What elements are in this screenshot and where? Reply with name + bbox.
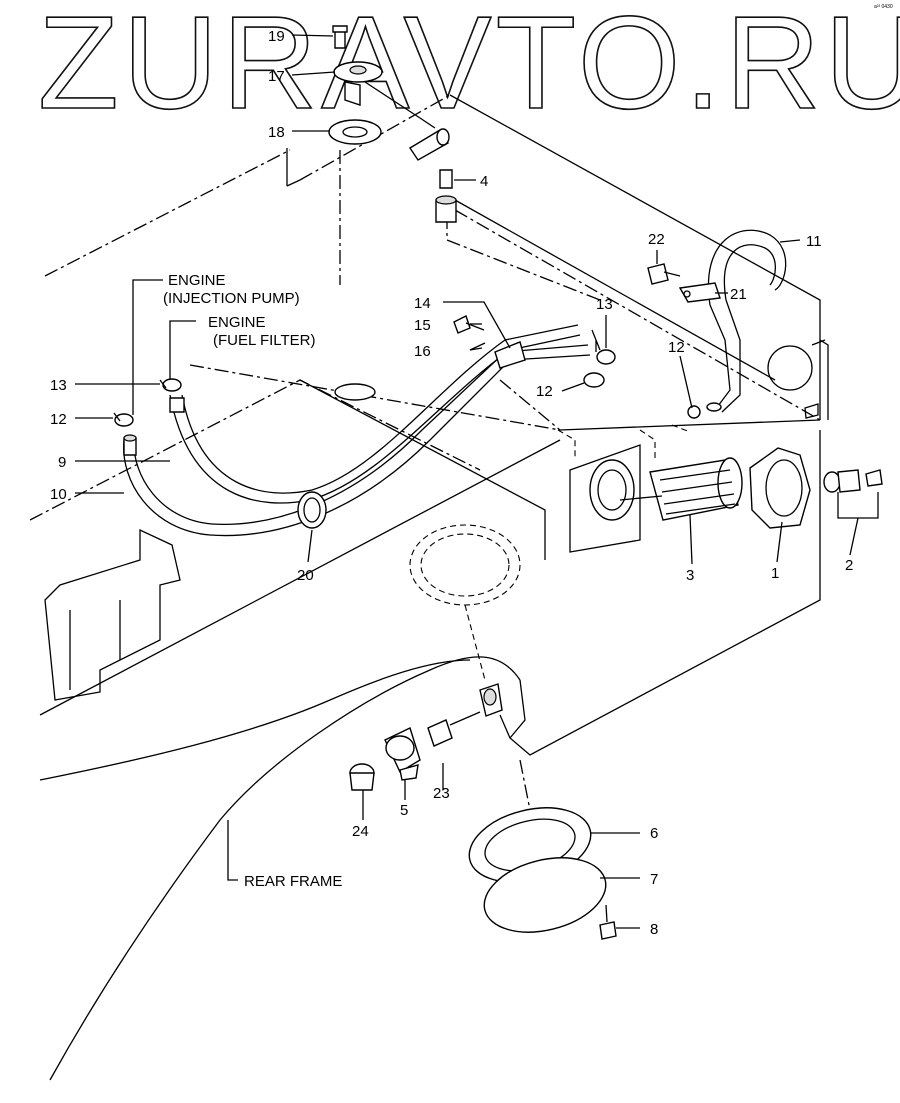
- filler-neck-icon: [557, 424, 691, 553]
- fitting-4-icon: [435, 169, 457, 223]
- callout-13-right: 13: [596, 296, 613, 313]
- callout-13-left: 13: [50, 377, 67, 394]
- callout-22: 22: [648, 231, 665, 248]
- callout-12-mid: 12: [536, 383, 553, 400]
- nipple-23-icon: [427, 711, 481, 747]
- fuel-filter-port-icon: [334, 383, 376, 401]
- callout-12-right: 12: [668, 339, 685, 356]
- callout-19: 19: [268, 28, 285, 45]
- bolt-8-icon: [599, 904, 617, 940]
- callout-6: 6: [650, 825, 658, 842]
- callout-9: 9: [58, 454, 66, 471]
- hose-clip-13-left-icon: [159, 378, 182, 392]
- callout-numbers: 19 17 18 4 11 22 21 14 15 16 13 12 12 13…: [50, 28, 853, 938]
- callout-15: 15: [414, 317, 431, 334]
- strainer-3-icon: [619, 457, 743, 521]
- rear-frame-outline: [39, 656, 526, 1081]
- engine-filter-label-line1: ENGINE: [208, 314, 266, 331]
- hose-clip-13-right-icon: [596, 349, 616, 365]
- callout-5: 5: [400, 802, 408, 819]
- callout-20: 20: [297, 567, 314, 584]
- clamp-21-icon: [678, 282, 721, 303]
- callout-21: 21: [730, 286, 747, 303]
- washer-16-icon: [469, 342, 486, 351]
- bolt-19-icon: [332, 25, 348, 49]
- callout-3: 3: [686, 567, 694, 584]
- fuel-sender-17-icon: [333, 61, 450, 161]
- filler-cap-1-icon: [749, 447, 811, 529]
- plug-24-icon: [349, 763, 375, 791]
- callout-18: 18: [268, 124, 285, 141]
- callout-1: 1: [771, 565, 779, 582]
- drain-boss-icon: [479, 683, 503, 717]
- callout-2: 2: [845, 557, 853, 574]
- hose-clamp-20-icon: [297, 491, 327, 529]
- lock-2-icon: [823, 469, 883, 519]
- hose-clip-12-right-icon: [687, 405, 701, 419]
- engine-injection-label-line1: ENGINE: [168, 272, 226, 289]
- callout-24: 24: [352, 823, 369, 840]
- drain-opening-icon: [409, 524, 521, 681]
- cover-plate-7-icon: [483, 857, 607, 933]
- fuel-hoses-icon: [123, 324, 601, 537]
- callout-10: 10: [50, 486, 67, 503]
- bolt-15-icon: [453, 315, 485, 334]
- hose-clip-12-mid-icon: [583, 372, 605, 388]
- rear-frame-label: REAR FRAME: [244, 873, 342, 890]
- drain-cock-5-icon: [384, 727, 421, 781]
- leader-lines: [75, 34, 859, 929]
- callout-16: 16: [414, 343, 431, 360]
- engine-filter-label-line2: (FUEL FILTER): [213, 332, 316, 349]
- callout-4: 4: [480, 173, 488, 190]
- corner-mark: a²³ 0430: [874, 4, 893, 10]
- engine-injection-label-line2: (INJECTION PUMP): [163, 290, 300, 307]
- callout-12-left: 12: [50, 411, 67, 428]
- breather-hose-11-icon: [706, 229, 787, 413]
- hose-clip-12-left-icon: [113, 412, 134, 427]
- hidden-edge-b: [446, 215, 601, 301]
- callout-8: 8: [650, 921, 658, 938]
- callout-23: 23: [433, 785, 450, 802]
- callout-17: 17: [268, 68, 285, 85]
- watermark-text: ZURAVTO.RU: [38, 0, 900, 136]
- gasket-18-icon: [328, 119, 382, 145]
- callout-14: 14: [414, 295, 431, 312]
- callout-11: 11: [806, 233, 822, 250]
- bolt-22-icon: [647, 263, 681, 285]
- callout-7: 7: [650, 871, 658, 888]
- text-labels: ENGINE (INJECTION PUMP) ENGINE (FUEL FIL…: [163, 272, 342, 890]
